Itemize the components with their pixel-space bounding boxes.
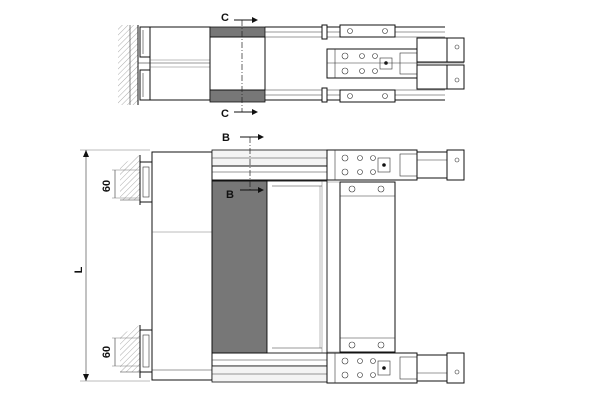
main-view: L 60 60 xyxy=(73,132,465,384)
top-body xyxy=(149,26,211,101)
section-c-label-bottom: C xyxy=(221,108,229,120)
top-central-carriage xyxy=(326,48,418,79)
wall-mount-lower xyxy=(120,325,153,378)
dimension-60-lower xyxy=(112,337,140,367)
section-b-line xyxy=(240,134,264,193)
main-top-carriage xyxy=(326,149,418,181)
dimension-60-upper xyxy=(112,169,140,199)
main-top-rail xyxy=(211,149,328,181)
dimension-60-lower-label: 60 xyxy=(101,346,113,358)
main-frame-body xyxy=(151,151,213,381)
main-vertical-plate xyxy=(327,181,396,353)
top-shaded-plate-upper xyxy=(209,26,266,38)
top-left-brackets xyxy=(139,26,151,101)
top-shaded-plate-lower xyxy=(209,89,266,103)
top-wall-hatch xyxy=(118,25,139,105)
section-c-line xyxy=(234,17,258,115)
main-top-endcap xyxy=(416,149,465,181)
main-bottom-rail xyxy=(211,351,328,383)
top-right-endcaps xyxy=(416,37,465,90)
dimension-60-upper-label: 60 xyxy=(101,180,113,192)
dimension-l-label: L xyxy=(73,266,85,273)
section-c-label-top: C xyxy=(221,12,229,24)
main-bottom-carriage xyxy=(326,352,418,384)
dimension-l xyxy=(80,149,150,382)
top-carriage-blocks xyxy=(339,24,396,103)
top-view: C C xyxy=(118,12,465,120)
wall-mount-upper xyxy=(120,155,153,205)
main-center-panel xyxy=(266,180,328,354)
main-shaded-plate xyxy=(211,180,268,354)
main-bottom-endcap xyxy=(416,352,465,384)
section-b-label-top: B xyxy=(222,132,230,144)
section-b-label-bottom: B xyxy=(226,189,234,201)
